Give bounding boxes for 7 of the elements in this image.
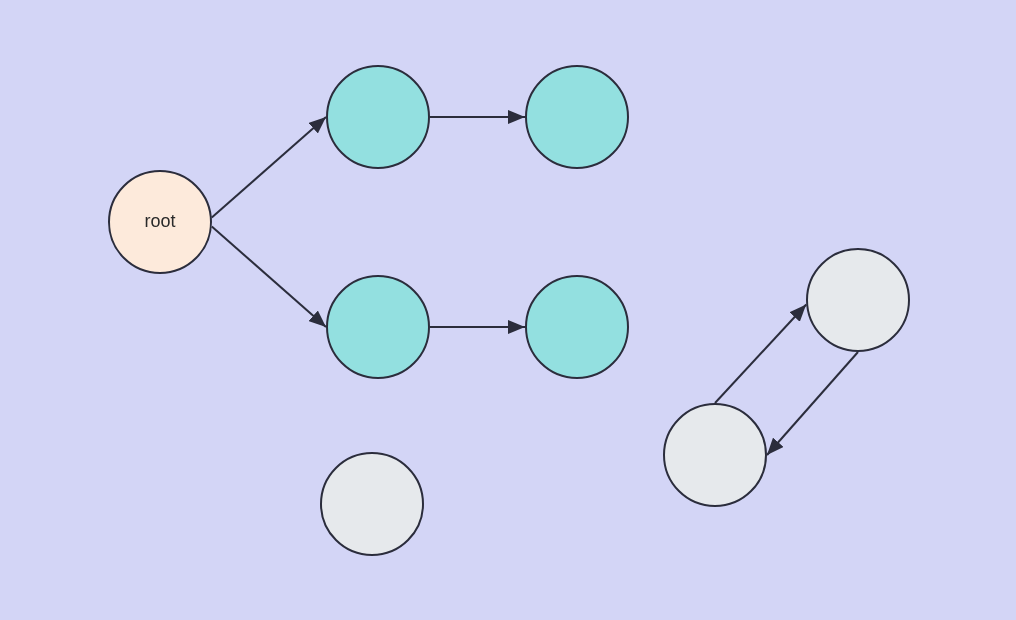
- arrow: [210, 225, 327, 328]
- arrow: [766, 351, 859, 456]
- arrow: [429, 320, 526, 334]
- arrow: [714, 303, 808, 404]
- arrow: [429, 110, 526, 124]
- node-label: root: [144, 211, 176, 233]
- arrow: [210, 116, 327, 219]
